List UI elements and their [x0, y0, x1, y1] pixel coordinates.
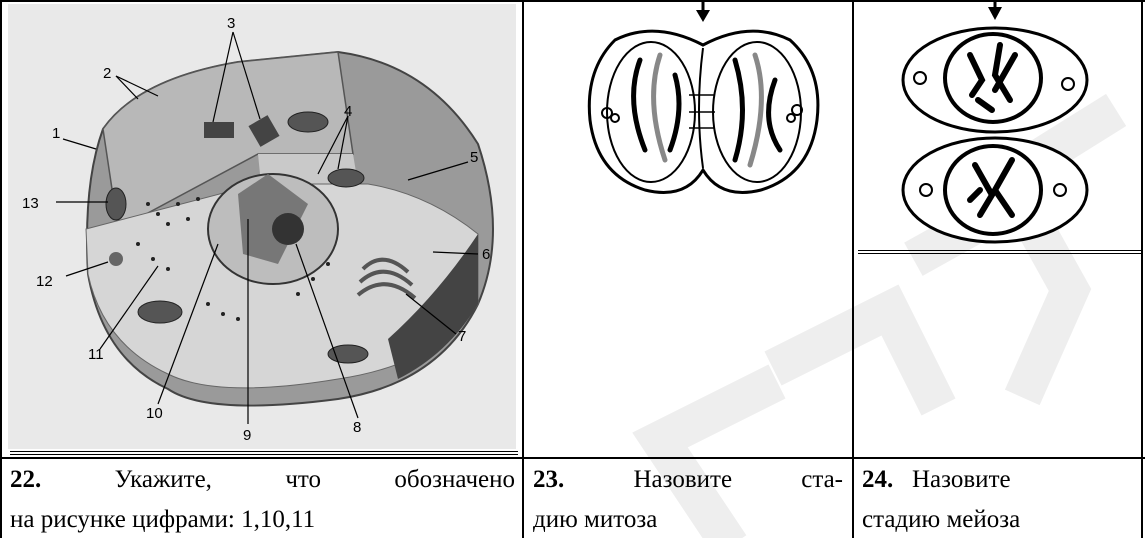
question-22-line2: на рисунке цифрами: 1,10,11	[10, 500, 515, 540]
label-12: 12	[36, 273, 53, 290]
label-5: 5	[470, 149, 478, 166]
question-22: 22. Укажите, что обозначено на рисунке ц…	[10, 460, 515, 540]
question-23-number: 23.	[533, 466, 564, 493]
down-arrow-icon	[696, 0, 710, 22]
mitosis-diagram	[585, 0, 825, 205]
question-24-text1: Назовите	[912, 466, 1011, 493]
question-22-line1: 22. Укажите, что обозначено	[10, 460, 515, 500]
question-22-text1: Укажите, что обозначено	[115, 466, 515, 493]
question-24-line1: 24. Назовите	[862, 460, 1137, 500]
label-6: 6	[482, 246, 490, 263]
row-divider	[0, 457, 1145, 459]
question-24: 24. Назовите стадию мейоза	[862, 460, 1137, 540]
label-10: 10	[146, 405, 163, 422]
label-4: 4	[344, 103, 352, 120]
animal-cell-diagram: 1 2 3 4 5 6 7 8 9 10 11 12 13	[8, 4, 516, 449]
question-23-line2: дию митоза	[533, 500, 843, 540]
question-23: 23. Назовите ста- дию митоза	[533, 460, 843, 540]
label-2: 2	[103, 65, 111, 82]
down-arrow-icon	[988, 0, 1002, 20]
label-8: 8	[353, 419, 361, 436]
label-7: 7	[458, 328, 466, 345]
meiosis-diagram	[900, 0, 1100, 262]
question-24-number: 24.	[862, 466, 893, 493]
label-11: 11	[88, 346, 104, 363]
label-9: 9	[243, 427, 251, 444]
question-23-line1: 23. Назовите ста-	[533, 460, 843, 500]
double-rule-cell1	[10, 451, 518, 455]
label-3: 3	[227, 15, 235, 32]
question-23-text1: Назовите ста-	[633, 466, 843, 493]
question-22-number: 22.	[10, 466, 41, 493]
label-13: 13	[22, 195, 39, 212]
question-24-line2: стадию мейоза	[862, 500, 1137, 540]
label-1: 1	[52, 125, 60, 142]
